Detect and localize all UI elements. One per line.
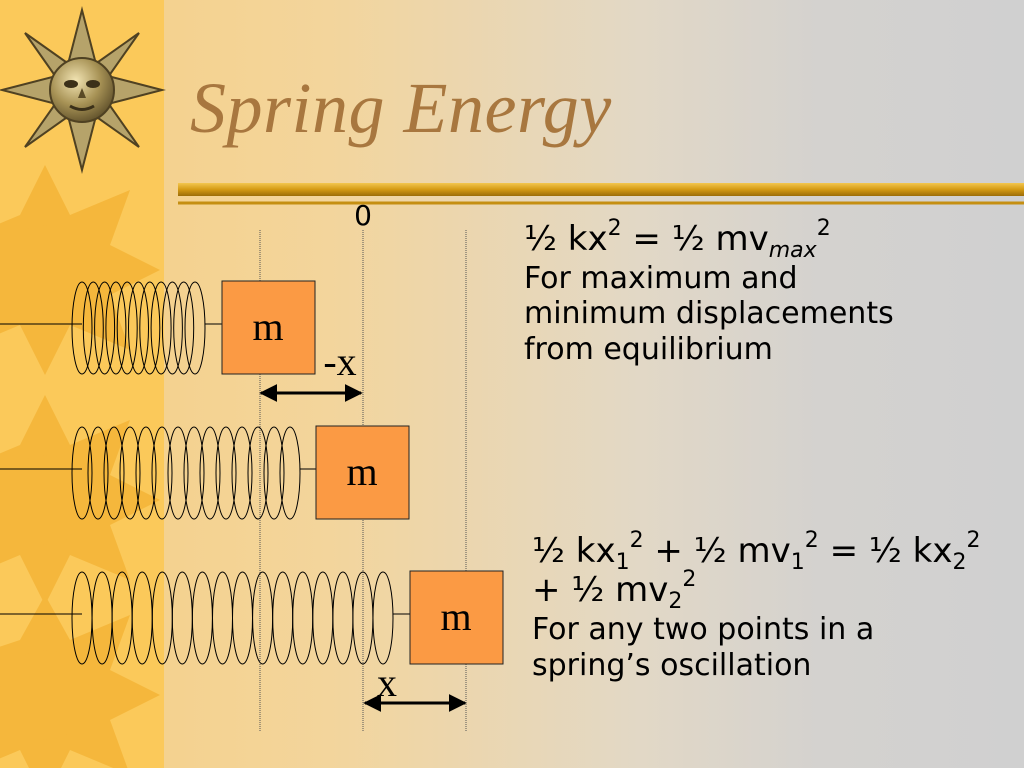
spring-coil [332,571,354,665]
spring-coil [128,281,149,375]
spring-coil [252,571,274,665]
spring-coil [150,281,172,375]
spring-coil [111,571,133,665]
spring-coil [279,426,301,520]
mass-label: m [346,449,377,494]
spring-coil [171,571,193,665]
spring-coil [151,571,173,665]
spring-coil [372,571,394,665]
spring-coil [91,571,113,665]
pos-x-label: x [377,660,397,705]
spring-coil [151,426,173,520]
spring-coil [212,571,233,665]
spring-coil [105,281,127,375]
spring-coil [232,571,253,665]
mass-label: m [440,594,471,639]
mass-box [315,425,410,520]
spring-coil [173,281,195,375]
mass-block: m [221,280,316,375]
spring-coil [167,426,189,520]
sun-pattern-icon [0,455,90,545]
sun-pattern-icon [0,650,90,740]
max-displacement-equation-block: ½ kx2 = ½ mvmax2 For maximum and minimum… [524,216,1004,367]
spring [0,426,316,520]
masses: m m m [221,280,504,665]
mass-block: m [409,570,504,665]
displacement-arrows [259,384,467,712]
mass-block: m [315,425,410,520]
spring-coil [215,426,237,520]
spring-coil [247,426,269,520]
zero-label: 0 [354,199,372,232]
sun-pattern [0,165,160,768]
spring-coil [135,426,157,520]
mass-box [409,570,504,665]
spring-coil [116,281,138,375]
two-point-equation-block: ½ kx12 + ½ mv12 = ½ kx22 + ½ mv22 For an… [532,528,1002,683]
spring-coil [87,426,109,520]
spring-coil [272,571,294,665]
spring-coil [139,281,161,375]
spring-coil [94,281,116,375]
sun-face-icon [0,6,166,174]
neg-x-label: -x [323,339,356,384]
spring-coil [71,426,93,520]
energy-equation-max: ½ kx2 = ½ mvmax2 [524,216,831,263]
sun-pattern-icon [0,225,90,315]
energy-equation-two-points: ½ kx12 + ½ mv12 = ½ kx22 + ½ mv22 [532,528,981,614]
spring-coil [71,571,93,665]
spring-coil [82,281,104,375]
spring-coil [103,426,125,520]
spring [0,281,222,375]
mass-label: m [252,304,283,349]
spring-coil [183,426,205,520]
spring [0,571,410,665]
spring-coil [71,281,93,375]
max-displacement-note: For maximum and minimum displacements fr… [524,261,894,367]
spring-coil [292,571,314,665]
spring-coil [119,426,141,520]
spring-coil [231,426,253,520]
spring-coil [263,426,285,520]
spring-coil [312,571,334,665]
springs [0,281,410,665]
spring-coil [199,426,221,520]
spring-coil [131,571,153,665]
spring-coil [191,571,213,665]
mass-box [221,280,316,375]
spring-coil [184,281,206,375]
title-underline-bar [178,183,1024,196]
two-point-note: For any two points in a spring’s oscilla… [532,612,875,683]
slide-title: Spring Energy [190,68,612,148]
spring-coil [161,281,183,375]
